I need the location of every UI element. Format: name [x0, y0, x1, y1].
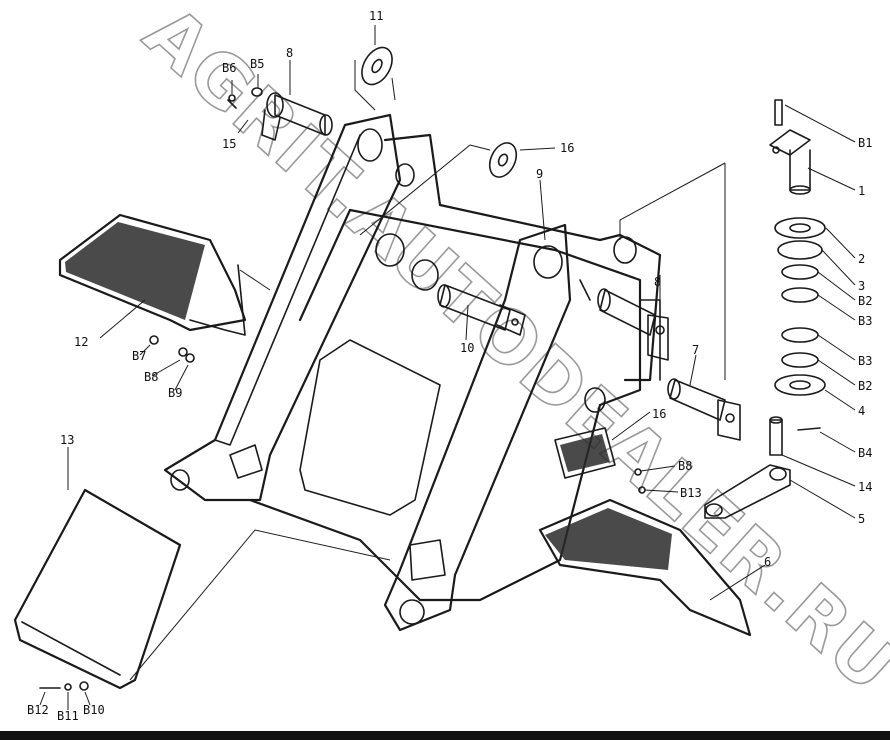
callout-b5: B5 — [250, 57, 264, 71]
callout-4: 4 — [858, 404, 865, 418]
part-washer-11 — [354, 46, 396, 111]
part-footplate-12 — [58, 213, 247, 336]
callout-9: 9 — [536, 167, 543, 181]
part-footplate-6 — [538, 498, 752, 637]
part-pin-7 — [667, 378, 741, 441]
part-pin-14 — [769, 416, 821, 456]
part-lever-5 — [704, 464, 791, 519]
callout-16-top: 16 — [560, 141, 574, 155]
callout-b8-left: B8 — [144, 370, 158, 384]
callout-2: 2 — [858, 252, 865, 266]
callout-7: 7 — [692, 343, 699, 357]
callout-8-top: 8 — [286, 46, 293, 60]
callout-6: 6 — [764, 555, 771, 569]
part-bearing-stack — [774, 217, 826, 396]
callout-labels: 11 8 B6 B5 15 16 9 B1 1 2 3 B2 B3 B3 B2 … — [27, 9, 872, 723]
callout-5: 5 — [858, 512, 865, 526]
callout-b4: B4 — [858, 446, 872, 460]
callout-b6: B6 — [222, 61, 236, 75]
part-bolts-b5-b6 — [227, 74, 263, 134]
callout-13: 13 — [60, 433, 74, 447]
callout-b13: B13 — [680, 486, 702, 500]
callout-b2-lower: B2 — [858, 379, 872, 393]
callout-14: 14 — [858, 480, 872, 494]
main-frame — [163, 113, 662, 632]
callout-b3-lower: B3 — [858, 354, 872, 368]
callout-8-right: 8 — [654, 275, 661, 289]
callout-11: 11 — [369, 9, 383, 23]
part-bolts-b7-b9 — [149, 335, 195, 363]
part-washer-16 — [359, 142, 556, 236]
part-pin-8-right — [597, 288, 669, 361]
callout-b3-upper: B3 — [858, 314, 872, 328]
part-pin-10 — [437, 284, 526, 336]
part-pin-8-top — [261, 92, 333, 141]
callout-b8-right: B8 — [678, 459, 692, 473]
callout-b10: B10 — [83, 703, 105, 717]
part-pad-16 — [554, 427, 616, 479]
callout-10: 10 — [460, 341, 474, 355]
callout-b2-upper: B2 — [858, 294, 872, 308]
callout-1: 1 — [858, 184, 865, 198]
part-bolts-b10-b12 — [39, 681, 89, 691]
leader-lines — [39, 25, 856, 710]
callout-16-lower: 16 — [652, 407, 666, 421]
callout-b11: B11 — [57, 709, 79, 723]
callout-b1: B1 — [858, 136, 872, 150]
bottom-border — [0, 731, 890, 740]
callout-b9: B9 — [168, 386, 182, 400]
callout-3: 3 — [858, 279, 865, 293]
part-screws-b8-b13 — [634, 465, 679, 494]
callout-15: 15 — [222, 137, 236, 151]
callout-12: 12 — [74, 335, 88, 349]
part-cover-13 — [13, 488, 182, 690]
callout-b12: B12 — [27, 703, 49, 717]
callout-b7: B7 — [132, 349, 146, 363]
part-pin-1 — [769, 99, 811, 195]
